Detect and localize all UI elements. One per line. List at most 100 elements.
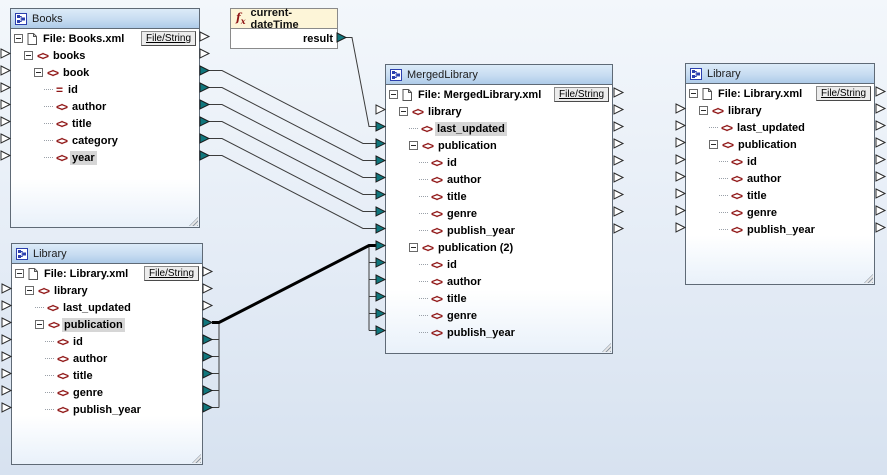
output-port-library[interactable]	[613, 104, 624, 115]
connection-title-title[interactable]	[209, 121, 376, 195]
node-genre-2[interactable]: <>genre	[386, 307, 612, 324]
output-port-file[interactable]	[613, 87, 624, 98]
input-port-id-2[interactable]	[375, 257, 386, 268]
node-publication[interactable]: <>publication	[386, 137, 612, 154]
node-title[interactable]: <>title	[11, 115, 199, 132]
input-port[interactable]	[675, 222, 686, 233]
output-port-book[interactable]	[199, 65, 210, 76]
output-port-publish-year[interactable]	[202, 402, 213, 413]
input-port-genre-2[interactable]	[375, 308, 386, 319]
expander-icon[interactable]	[399, 107, 408, 116]
input-port[interactable]	[1, 368, 12, 379]
node-publication[interactable]: <>publication	[12, 316, 202, 333]
node-id[interactable]: <>id	[686, 153, 874, 170]
input-port[interactable]	[675, 120, 686, 131]
input-port[interactable]	[1, 402, 12, 413]
function-header[interactable]: fx current-dateTime	[231, 7, 337, 31]
file-row[interactable]: File: Library.xml File/String	[12, 265, 202, 282]
function-current-datetime[interactable]: fx current-dateTime result	[230, 7, 338, 49]
connection-publication-publication2-selected[interactable]	[212, 244, 376, 324]
input-port[interactable]	[1, 283, 12, 294]
output-port-publish-year[interactable]	[875, 222, 886, 233]
node-title[interactable]: <>title	[686, 187, 874, 204]
output-port-title[interactable]	[875, 188, 886, 199]
node-last-updated[interactable]: <>last_updated	[686, 119, 874, 136]
output-port-genre[interactable]	[202, 385, 213, 396]
file-string-button[interactable]: File/String	[553, 87, 609, 102]
node-publish-year[interactable]: <>publish_year	[686, 221, 874, 238]
output-port-file[interactable]	[875, 86, 886, 97]
node-id[interactable]: <>id	[12, 333, 202, 350]
input-port[interactable]	[0, 99, 11, 110]
output-port-genre[interactable]	[875, 205, 886, 216]
output-port-author[interactable]	[199, 99, 210, 110]
input-port-author-2[interactable]	[375, 274, 386, 285]
input-port[interactable]	[1, 385, 12, 396]
connection-author-author[interactable]	[209, 104, 376, 178]
expander-icon[interactable]	[409, 141, 418, 150]
output-port-author[interactable]	[875, 171, 886, 182]
output-port-category[interactable]	[199, 133, 210, 144]
node-books[interactable]: <>books	[11, 47, 199, 64]
node-library[interactable]: <>library	[686, 102, 874, 119]
file-row[interactable]: File: MergedLibrary.xml File/String	[386, 86, 612, 103]
input-port-author[interactable]	[375, 172, 386, 183]
resize-grip-icon[interactable]	[192, 454, 201, 463]
node-genre[interactable]: <>genre	[686, 204, 874, 221]
input-port[interactable]	[0, 150, 11, 161]
node-id-2[interactable]: <>id	[386, 256, 612, 273]
output-port-id[interactable]	[613, 155, 624, 166]
output-port-books[interactable]	[199, 48, 210, 59]
output-port-last-updated[interactable]	[875, 120, 886, 131]
node-title-2[interactable]: <>title	[386, 290, 612, 307]
node-last-updated[interactable]: <>last_updated	[12, 299, 202, 316]
expander-icon[interactable]	[709, 140, 718, 149]
node-publish-year[interactable]: <>publish_year	[386, 222, 612, 239]
node-author[interactable]: <>author	[386, 171, 612, 188]
node-library[interactable]: <>library	[12, 282, 202, 299]
connection-year-publish-year[interactable]	[209, 155, 376, 229]
input-port[interactable]	[675, 137, 686, 148]
node-publication[interactable]: <>publication	[686, 136, 874, 153]
node-genre[interactable]: <>genre	[386, 205, 612, 222]
output-port-genre[interactable]	[613, 206, 624, 217]
expander-icon[interactable]	[409, 243, 418, 252]
input-port-library[interactable]	[375, 104, 386, 115]
expander-icon[interactable]	[15, 269, 24, 278]
output-port-publish-year[interactable]	[613, 223, 624, 234]
input-port[interactable]	[675, 188, 686, 199]
input-port[interactable]	[0, 65, 11, 76]
node-title[interactable]: <>title	[12, 367, 202, 384]
resize-grip-icon[interactable]	[864, 274, 873, 283]
file-row[interactable]: File: Books.xml File/String	[11, 30, 199, 47]
component-library-target[interactable]: Library File: Library.xml File/String <>…	[685, 63, 875, 285]
file-string-button[interactable]: File/String	[815, 86, 871, 101]
node-genre[interactable]: <>genre	[12, 384, 202, 401]
input-port[interactable]	[0, 133, 11, 144]
node-id[interactable]: =id	[11, 81, 199, 98]
file-string-button[interactable]: File/String	[140, 31, 196, 46]
input-port-publication[interactable]	[375, 138, 386, 149]
file-row[interactable]: File: Library.xml File/String	[686, 85, 874, 102]
expander-icon[interactable]	[689, 89, 698, 98]
input-port-last-updated[interactable]	[375, 121, 386, 132]
node-author[interactable]: <>author	[12, 350, 202, 367]
node-author-2[interactable]: <>author	[386, 273, 612, 290]
node-id[interactable]: <>id	[386, 154, 612, 171]
resize-grip-icon[interactable]	[189, 217, 198, 226]
expander-icon[interactable]	[34, 68, 43, 77]
output-port-id[interactable]	[202, 334, 213, 345]
input-port-title[interactable]	[375, 189, 386, 200]
expander-icon[interactable]	[24, 51, 33, 60]
output-port-id[interactable]	[875, 154, 886, 165]
resize-grip-icon[interactable]	[602, 343, 611, 352]
input-port-publish-year-2[interactable]	[375, 325, 386, 336]
input-port[interactable]	[0, 48, 11, 59]
component-books-header[interactable]: Books	[11, 9, 199, 29]
input-port[interactable]	[1, 300, 12, 311]
input-port[interactable]	[0, 116, 11, 127]
input-port[interactable]	[1, 351, 12, 362]
node-last-updated[interactable]: <>last_updated	[386, 120, 612, 137]
input-port-genre[interactable]	[375, 206, 386, 217]
output-port-file[interactable]	[202, 266, 213, 277]
